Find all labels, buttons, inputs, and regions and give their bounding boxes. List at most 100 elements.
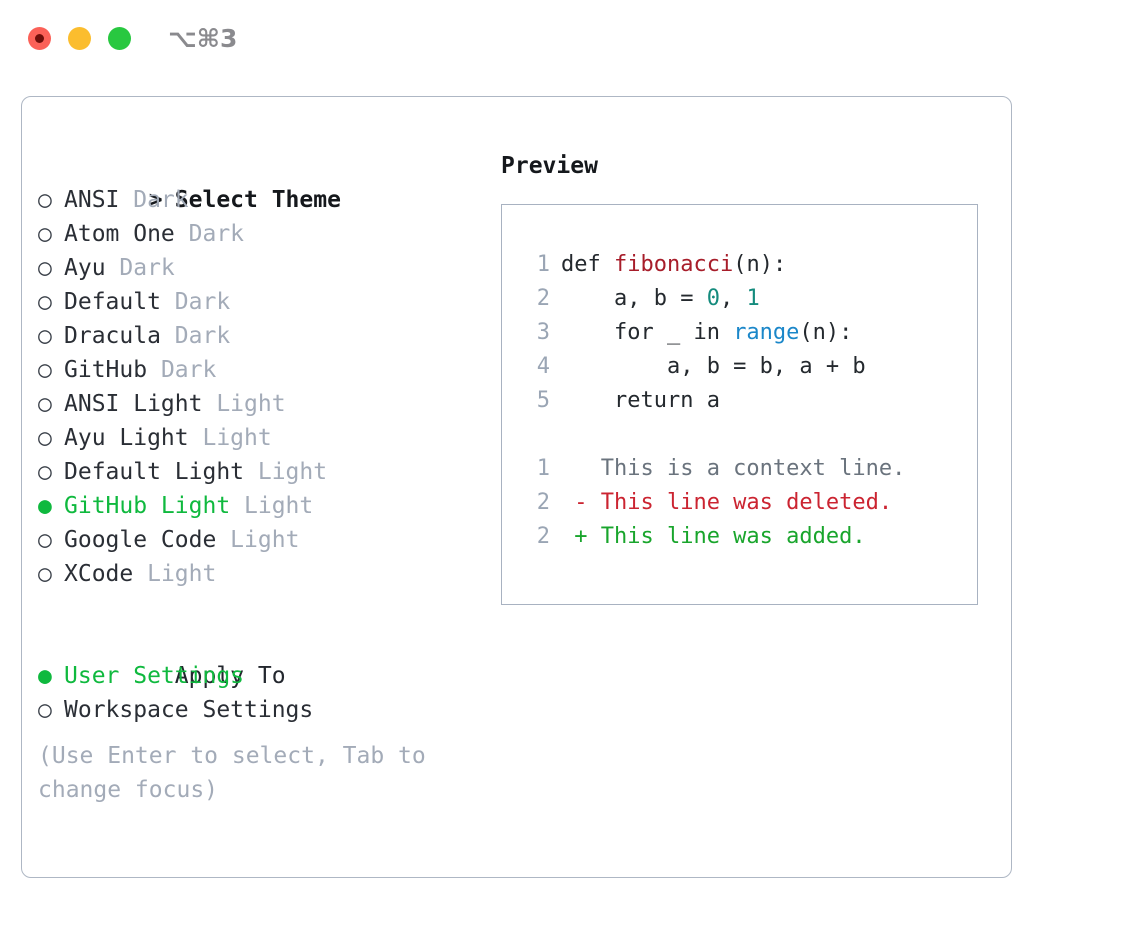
theme-kind-label: Dark xyxy=(174,221,245,247)
code-token: range xyxy=(733,320,800,345)
radio-unselected-icon[interactable]: ○ xyxy=(38,357,52,383)
code-line xyxy=(502,418,977,452)
minimize-window-button[interactable] xyxy=(68,27,91,50)
theme-list-item[interactable]: ○GitHub Dark xyxy=(38,353,498,387)
code-token: (n): xyxy=(733,252,787,277)
radio-unselected-icon[interactable]: ○ xyxy=(38,561,52,587)
line-number: 4 xyxy=(536,354,550,379)
apply-to-option[interactable]: ○Workspace Settings xyxy=(38,693,498,727)
theme-name-label: GitHub xyxy=(64,357,148,383)
title-bar: ⌥⌘3 xyxy=(0,0,1140,78)
line-number: 3 xyxy=(536,320,550,345)
radio-unselected-icon[interactable]: ○ xyxy=(38,221,52,247)
select-theme-heading-label: Select Theme xyxy=(174,187,341,213)
code-token: def xyxy=(561,252,614,277)
theme-name-label: XCode xyxy=(64,561,134,587)
code-line-text: a, b = 0, 1 xyxy=(550,286,760,311)
radio-selected-icon[interactable]: ● xyxy=(38,663,52,689)
radio-unselected-icon[interactable]: ○ xyxy=(38,527,52,553)
radio-unselected-icon[interactable]: ○ xyxy=(38,323,52,349)
maximize-window-button[interactable] xyxy=(108,27,131,50)
close-window-button[interactable] xyxy=(28,27,51,50)
theme-list-item[interactable]: ○ Atom One Dark xyxy=(38,217,498,251)
code-line: 5 return a xyxy=(502,384,977,418)
list-spacer xyxy=(38,591,498,625)
select-theme-heading: > Select Theme xyxy=(38,149,498,213)
theme-list: ○ ANSI Dark ○ Atom One Dark ○ Ayu Dark ○ Defaul… xyxy=(38,183,498,591)
theme-list-item[interactable]: ○ Ayu Dark xyxy=(38,251,498,285)
code-line-text: return a xyxy=(550,388,720,413)
theme-kind-label: Dark xyxy=(105,255,175,281)
theme-name-label: Atom One xyxy=(64,221,175,247)
theme-selection-column: >Select Theme ○ANSI Dark○Atom One Dark○A… xyxy=(38,149,498,807)
code-token: , xyxy=(719,286,747,311)
theme-name-label: Default Light xyxy=(64,459,245,485)
radio-unselected-icon[interactable]: ○ xyxy=(38,187,52,213)
theme-list-item[interactable]: ○ XCode Light xyxy=(38,557,498,591)
line-number: 2 xyxy=(536,524,550,549)
code-token: - This line was deleted. xyxy=(561,490,893,515)
code-line-text xyxy=(550,422,574,447)
theme-kind-label: Light xyxy=(216,527,300,553)
code-line-text: for _ in range(n): xyxy=(550,320,852,345)
apply-to-heading-label: Apply To xyxy=(174,663,286,689)
theme-list-item[interactable]: ○ Default Dark xyxy=(38,285,498,319)
theme-list-item[interactable]: ○ ANSI Light Light xyxy=(38,387,498,421)
code-token: + This line was added. xyxy=(561,524,866,549)
code-line-text: This is a context line. xyxy=(550,456,906,481)
code-line: 2 + This line was added. xyxy=(502,520,977,554)
line-number: 2 xyxy=(536,286,550,311)
apply-to-option-label: User Settings xyxy=(64,663,245,689)
theme-list-item[interactable]: ○ Google Code Light xyxy=(38,523,498,557)
theme-list-item[interactable]: ●GitHub Light Light xyxy=(38,489,498,523)
radio-unselected-icon[interactable]: ○ xyxy=(38,459,52,485)
code-line: 2 a, b = 0, 1 xyxy=(502,282,977,316)
theme-kind-label: Light xyxy=(202,391,286,417)
radio-unselected-icon[interactable]: ○ xyxy=(38,289,52,315)
radio-unselected-icon[interactable]: ○ xyxy=(38,697,52,723)
theme-name-label: Google Code xyxy=(64,527,217,553)
theme-name-label: ANSI xyxy=(64,187,120,213)
code-token: (n): xyxy=(799,320,853,345)
code-line-text: - This line was deleted. xyxy=(550,490,892,515)
theme-list-item[interactable]: ○Ayu Light Light xyxy=(38,421,498,455)
theme-list-item[interactable]: ○ ANSI Dark xyxy=(38,183,498,217)
line-number: 5 xyxy=(536,388,550,413)
code-line-text: a, b = b, a + b xyxy=(550,354,866,379)
code-line: 2 - This line was deleted. xyxy=(502,486,977,520)
theme-name-label: Dracula xyxy=(64,323,161,349)
radio-unselected-icon[interactable]: ○ xyxy=(38,391,52,417)
theme-name-label: Default xyxy=(64,289,161,315)
theme-name-label: ANSI Light xyxy=(64,391,203,417)
line-number: 2 xyxy=(536,490,550,515)
code-line-text: def fibonacci(n): xyxy=(550,252,786,277)
theme-kind-label: Light xyxy=(133,561,217,587)
apply-to-heading: Apply To xyxy=(38,625,498,689)
theme-kind-label: Dark xyxy=(119,187,189,213)
line-number: 1 xyxy=(536,252,550,277)
theme-name-label: Ayu xyxy=(64,255,106,281)
theme-kind-label: Dark xyxy=(160,289,231,315)
keyboard-hint-text: (Use Enter to select, Tab to change focu… xyxy=(38,743,426,803)
theme-list-item[interactable]: ○ Dracula Dark xyxy=(38,319,498,353)
radio-unselected-icon[interactable]: ○ xyxy=(38,425,52,451)
code-token: for _ in xyxy=(561,320,734,345)
theme-kind-label: Light xyxy=(188,425,272,451)
caret-icon: > xyxy=(148,187,163,213)
theme-list-item[interactable]: ○Default Light Light xyxy=(38,455,498,489)
code-token: 0 xyxy=(706,286,720,311)
theme-kind-label: Dark xyxy=(160,323,231,349)
radio-selected-icon[interactable]: ● xyxy=(38,493,52,519)
code-token: This is a context line. xyxy=(561,456,906,481)
preview-heading: Preview xyxy=(501,153,598,179)
theme-kind-label: Light xyxy=(230,493,314,519)
code-line: 4 a, b = b, a + b xyxy=(502,350,977,384)
code-token: 1 xyxy=(746,286,760,311)
code-line: 3 for _ in range(n): xyxy=(502,316,977,350)
apply-to-option[interactable]: ● User Settings xyxy=(38,659,498,693)
radio-unselected-icon[interactable]: ○ xyxy=(38,255,52,281)
